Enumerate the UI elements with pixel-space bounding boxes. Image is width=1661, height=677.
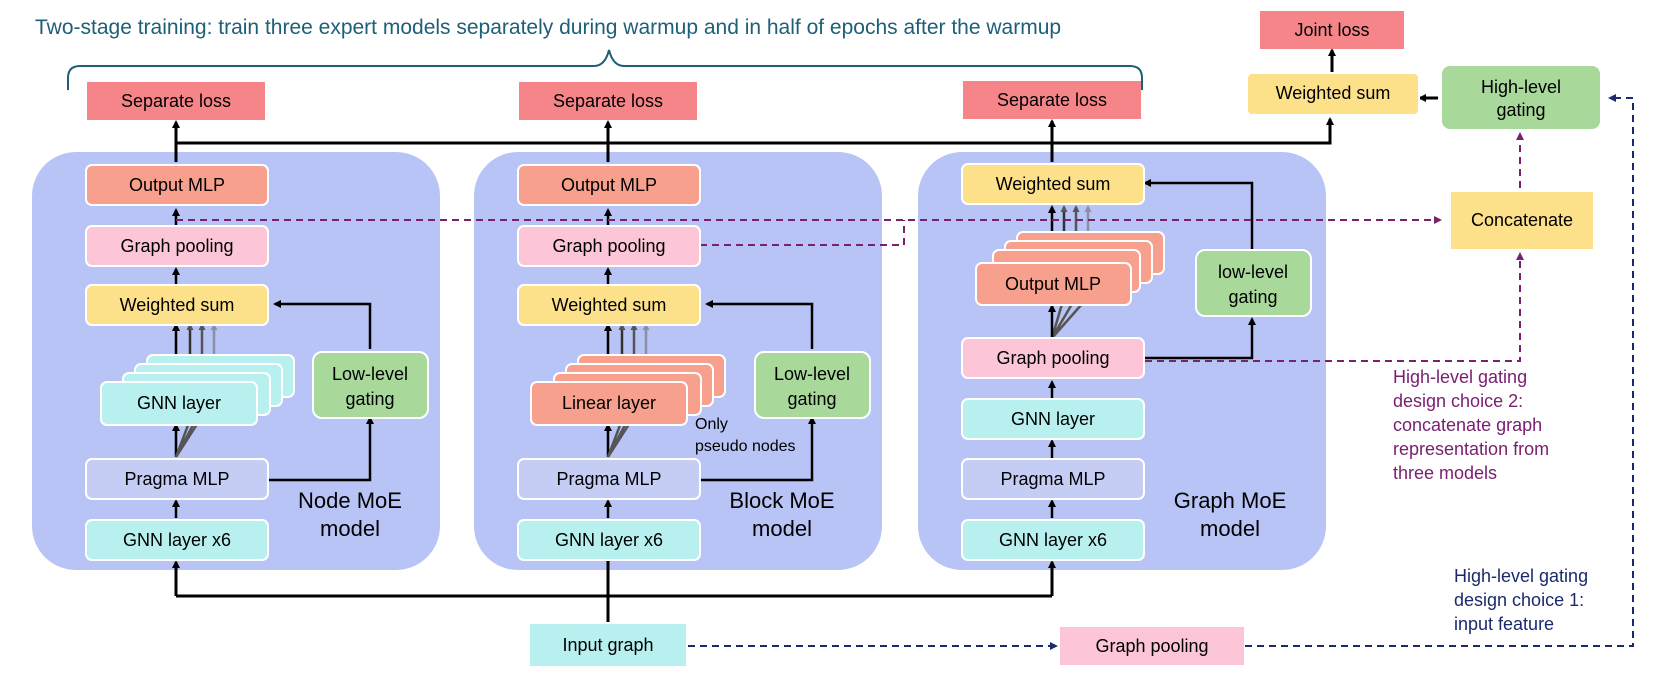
block-model-name-line1: Block MoE xyxy=(729,488,834,513)
node-output-mlp-box: Output MLP xyxy=(85,164,269,206)
svg-text:Graph pooling: Graph pooling xyxy=(120,236,233,256)
block-moe-connectors xyxy=(604,208,816,518)
design-choice-1-annotation: High-level gating design choice 1: input… xyxy=(1454,566,1588,634)
svg-text:GNN layer: GNN layer xyxy=(137,393,221,413)
block-output-mlp-box: Output MLP xyxy=(517,164,701,206)
svg-text:GNN layer x6: GNN layer x6 xyxy=(555,530,663,550)
high-level-gating-box: High-level gating xyxy=(1440,64,1602,131)
svg-text:Pragma MLP: Pragma MLP xyxy=(124,469,229,489)
choice1-line2: design choice 1: xyxy=(1454,590,1584,610)
node-pragma-mlp-box: Pragma MLP xyxy=(85,458,269,500)
svg-text:low-level: low-level xyxy=(1218,262,1288,282)
svg-text:Pragma MLP: Pragma MLP xyxy=(556,469,661,489)
graph-pragma-mlp-box: Pragma MLP xyxy=(961,458,1145,500)
bottom-graph-pooling-box: Graph pooling xyxy=(1060,627,1244,665)
svg-text:GNN layer x6: GNN layer x6 xyxy=(123,530,231,550)
svg-text:Concatenate: Concatenate xyxy=(1471,210,1573,230)
block-expert-stack: Linear layer xyxy=(530,354,726,426)
design-choice-2-annotation: High-level gating design choice 2: conca… xyxy=(1393,367,1549,483)
choice2-line2: design choice 2: xyxy=(1393,391,1523,411)
svg-text:Low-level: Low-level xyxy=(332,364,408,384)
block-weighted-sum-box: Weighted sum xyxy=(517,284,701,326)
concat-dashed-lines xyxy=(176,132,1524,362)
block-graph-pooling-box: Graph pooling xyxy=(517,225,701,267)
graph-separate-loss-box: Separate loss xyxy=(963,81,1141,119)
block-model-name-line2: model xyxy=(752,516,812,541)
input-feature-dashed-lines xyxy=(688,94,1634,650)
graph-gnn-layer-box: GNN layer xyxy=(961,398,1145,440)
svg-text:gating: gating xyxy=(1228,287,1277,307)
choice2-line4: representation from xyxy=(1393,439,1549,459)
svg-text:gating: gating xyxy=(345,389,394,409)
node-expert-stack: GNN layer xyxy=(100,354,295,426)
svg-text:Separate loss: Separate loss xyxy=(553,91,663,111)
svg-text:Linear layer: Linear layer xyxy=(562,393,656,413)
joint-loss-box: Joint loss xyxy=(1260,11,1404,49)
svg-text:GNN layer x6: GNN layer x6 xyxy=(999,530,1107,550)
svg-text:Separate loss: Separate loss xyxy=(121,91,231,111)
svg-text:Pragma MLP: Pragma MLP xyxy=(1000,469,1105,489)
concatenate-box: Concatenate xyxy=(1451,192,1593,249)
svg-text:Graph pooling: Graph pooling xyxy=(1095,636,1208,656)
training-brace xyxy=(67,49,1143,90)
graph-graph-pooling-box: Graph pooling xyxy=(961,337,1145,379)
graph-expert-stack: Output MLP xyxy=(975,231,1165,306)
svg-text:GNN layer: GNN layer xyxy=(1011,409,1095,429)
svg-text:Joint loss: Joint loss xyxy=(1294,20,1369,40)
choice2-line3: concatenate graph xyxy=(1393,415,1542,435)
block-note-line1: Only xyxy=(695,416,728,433)
svg-text:Graph pooling: Graph pooling xyxy=(996,348,1109,368)
svg-text:Output MLP: Output MLP xyxy=(129,175,225,195)
choice2-line1: High-level gating xyxy=(1393,367,1527,387)
node-model-name-line2: model xyxy=(320,516,380,541)
svg-text:Weighted sum: Weighted sum xyxy=(996,174,1111,194)
svg-text:Weighted sum: Weighted sum xyxy=(552,295,667,315)
svg-text:gating: gating xyxy=(787,389,836,409)
input-graph-box: Input graph xyxy=(530,624,686,666)
svg-text:Separate loss: Separate loss xyxy=(997,90,1107,110)
node-low-level-gating-box: Low-level gating xyxy=(312,351,429,419)
svg-text:Output MLP: Output MLP xyxy=(561,175,657,195)
graph-gnn-x6-box: GNN layer x6 xyxy=(961,519,1145,561)
svg-text:Output MLP: Output MLP xyxy=(1005,274,1101,294)
node-separate-loss-box: Separate loss xyxy=(87,82,265,120)
node-graph-pooling-box: Graph pooling xyxy=(85,225,269,267)
choice1-line3: input feature xyxy=(1454,614,1554,634)
choice1-line1: High-level gating xyxy=(1454,566,1588,586)
svg-text:High-level: High-level xyxy=(1481,77,1561,97)
node-gnn-x6-box: GNN layer x6 xyxy=(85,519,269,561)
top-weighted-sum-box: Weighted sum xyxy=(1246,72,1420,116)
block-note-line2: pseudo nodes xyxy=(695,438,796,455)
block-pragma-mlp-box: Pragma MLP xyxy=(517,458,701,500)
svg-text:Weighted sum: Weighted sum xyxy=(120,295,235,315)
svg-text:Input graph: Input graph xyxy=(562,635,653,655)
graph-model-name-line1: Graph MoE xyxy=(1174,488,1287,513)
svg-text:Low-level: Low-level xyxy=(774,364,850,384)
main-connectors xyxy=(172,48,1438,622)
graph-low-level-gating-box: low-level gating xyxy=(1195,249,1312,317)
node-weighted-sum-box: Weighted sum xyxy=(85,284,269,326)
svg-text:Weighted sum: Weighted sum xyxy=(1276,83,1391,103)
svg-text:Graph pooling: Graph pooling xyxy=(552,236,665,256)
block-gnn-x6-box: GNN layer x6 xyxy=(517,519,701,561)
diagram-title: Two-stage training: train three expert m… xyxy=(35,16,1061,39)
graph-weighted-sum-box: Weighted sum xyxy=(961,163,1145,205)
choice2-line5: three models xyxy=(1393,463,1497,483)
svg-text:gating: gating xyxy=(1496,100,1545,120)
node-model-name-line1: Node MoE xyxy=(298,488,402,513)
block-separate-loss-box: Separate loss xyxy=(519,82,697,120)
block-low-level-gating-box: Low-level gating xyxy=(754,351,871,419)
graph-model-name-line2: model xyxy=(1200,516,1260,541)
